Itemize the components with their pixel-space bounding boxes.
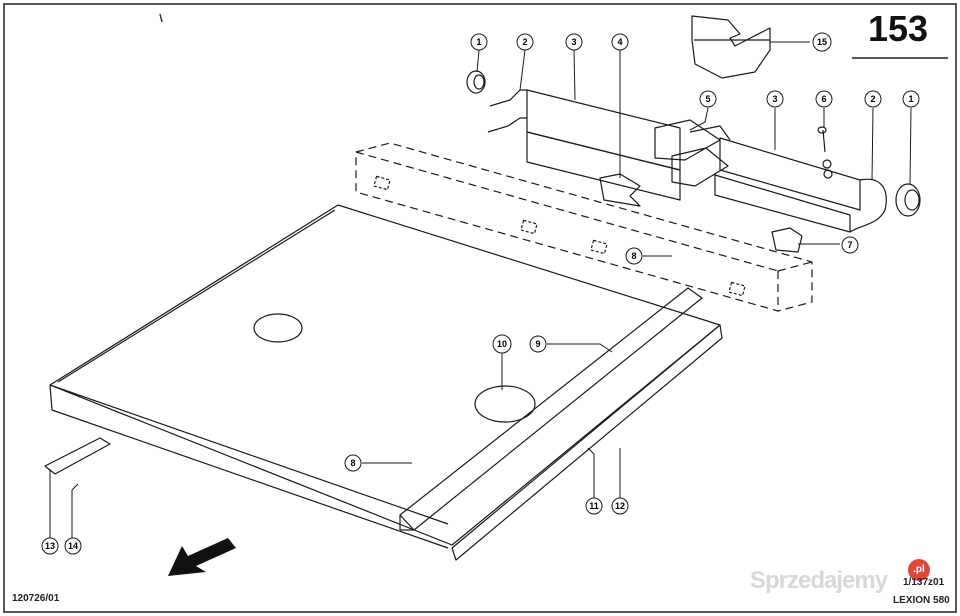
end-cap-left — [466, 70, 486, 94]
svg-text:11: 11 — [589, 501, 599, 511]
svg-text:12: 12 — [615, 501, 625, 511]
svg-text:9: 9 — [535, 339, 540, 349]
bracket-part-13 — [44, 437, 111, 475]
page-number: 153 — [868, 8, 929, 49]
callout-11[interactable]: 11 — [585, 497, 603, 515]
svg-text:1: 1 — [908, 94, 913, 104]
bolt-part-6 — [817, 126, 833, 179]
callout-9[interactable]: 9 — [529, 335, 547, 353]
svg-text:14: 14 — [68, 541, 78, 551]
svg-text:10: 10 — [497, 339, 507, 349]
callout-2-right[interactable]: 2 — [864, 90, 882, 108]
svg-text:6: 6 — [821, 94, 826, 104]
callout-3-right[interactable]: 3 — [766, 90, 784, 108]
scan-mark — [159, 13, 163, 23]
callout-13[interactable]: 13 — [41, 537, 59, 555]
travel-direction-arrow-icon — [168, 538, 236, 576]
drawing-id: 1/137z01 — [903, 577, 945, 588]
callout-8-upper[interactable]: 8 — [625, 247, 643, 265]
strut-part-9 — [399, 287, 703, 531]
callout-14[interactable]: 14 — [64, 537, 82, 555]
callout-5[interactable]: 5 — [699, 90, 717, 108]
svg-text:13: 13 — [45, 541, 55, 551]
callout-8-lower[interactable]: 8 — [344, 454, 362, 472]
callout-1-right[interactable]: 1 — [902, 90, 920, 108]
callout-10[interactable]: 10 — [492, 334, 512, 354]
end-cap-right — [895, 183, 921, 217]
svg-text:8: 8 — [631, 251, 636, 261]
angle-rail-part-11 — [451, 324, 723, 561]
callout-6[interactable]: 6 — [815, 90, 833, 108]
callout-4[interactable]: 4 — [611, 33, 629, 51]
cover-part-15 — [691, 15, 771, 79]
svg-text:1: 1 — [476, 37, 481, 47]
bracket-part-7 — [771, 227, 803, 253]
cover-plate-left — [487, 89, 681, 201]
svg-text:3: 3 — [571, 37, 576, 47]
leader-lines — [49, 41, 912, 538]
page-border — [3, 3, 957, 613]
frame-beam-phantom — [355, 142, 813, 312]
callout-12[interactable]: 12 — [611, 497, 629, 515]
watermark-badge: .pl — [908, 559, 930, 581]
machine-model: LEXION 580 — [893, 595, 950, 606]
watermark-text: Sprzedajemy — [750, 567, 888, 594]
svg-text:5: 5 — [705, 94, 710, 104]
joint-plates-part-5 — [654, 119, 731, 187]
cover-plate-right — [714, 137, 887, 233]
svg-text:15: 15 — [817, 37, 827, 47]
callout-7[interactable]: 7 — [841, 236, 859, 254]
bracket-part-4 — [599, 173, 641, 207]
svg-text:7: 7 — [847, 240, 852, 250]
document-id: 120726/01 — [12, 593, 60, 604]
svg-text:8: 8 — [350, 458, 355, 468]
beam-cutouts — [373, 175, 746, 297]
svg-text:2: 2 — [522, 37, 527, 47]
floor-opening — [253, 313, 303, 343]
callout-2-left[interactable]: 2 — [516, 33, 534, 51]
callout-1-left[interactable]: 1 — [470, 33, 488, 51]
callout-15[interactable]: 15 — [812, 32, 832, 52]
callout-markers: 1 2 3 4 15 5 3 6 2 1 7 8 9 10 8 11 12 13… — [41, 32, 920, 555]
svg-text:2: 2 — [870, 94, 875, 104]
svg-text:4: 4 — [617, 37, 622, 47]
callout-3-left[interactable]: 3 — [565, 33, 583, 51]
svg-text:3: 3 — [772, 94, 777, 104]
detail-circle — [474, 385, 536, 423]
